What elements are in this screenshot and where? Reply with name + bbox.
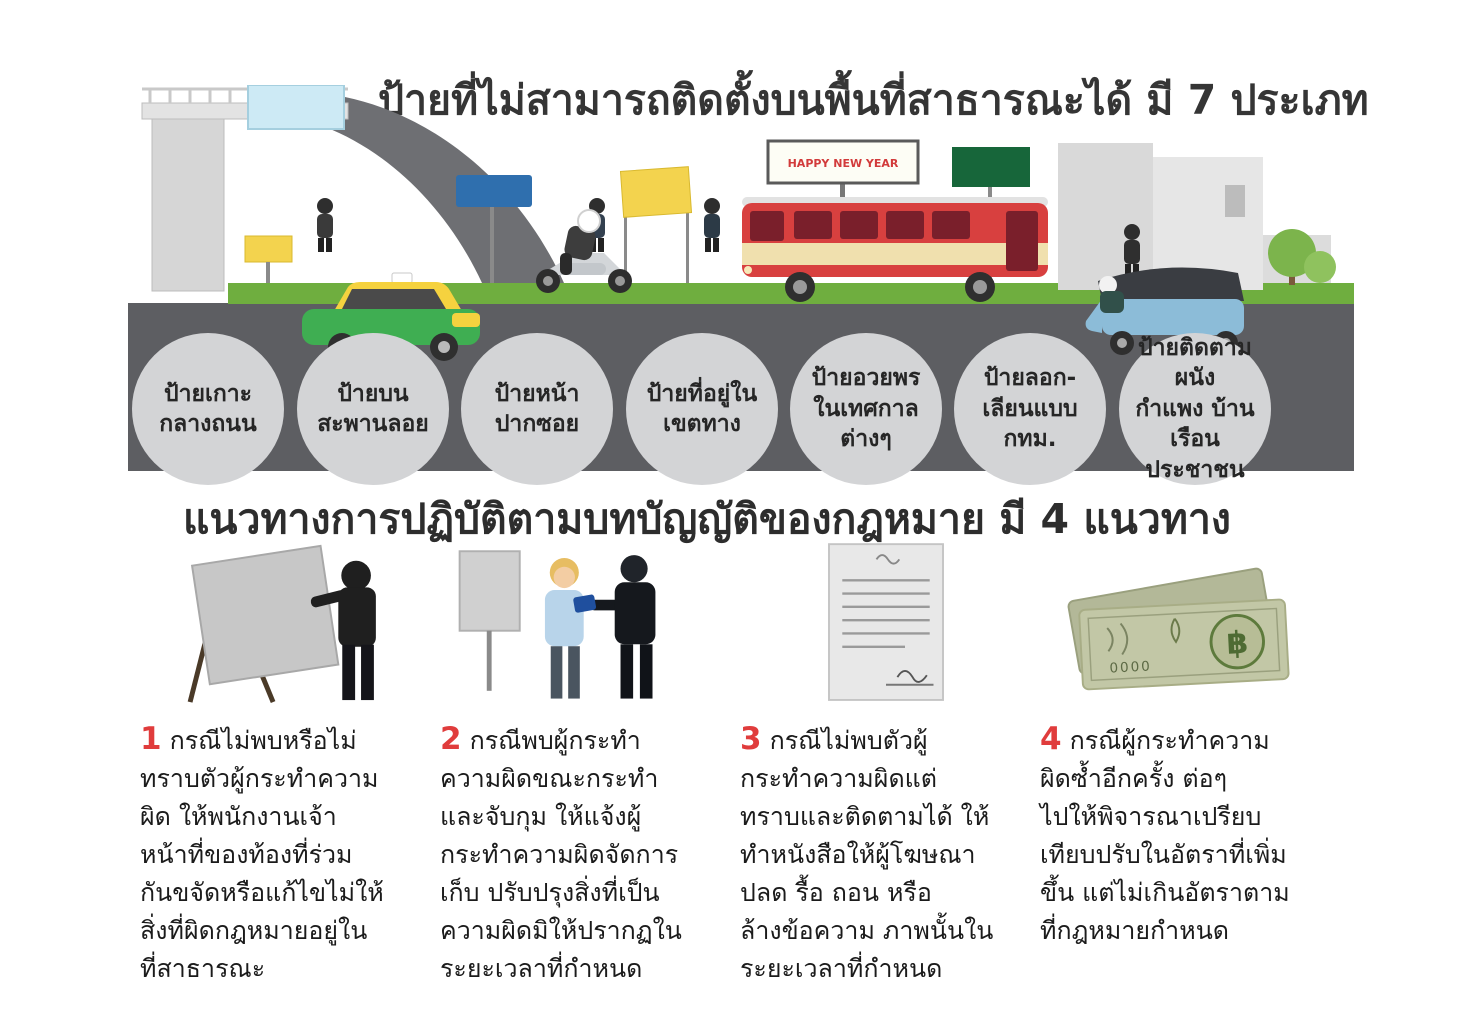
motorcycle: [536, 209, 632, 293]
pedestrian: [1124, 224, 1140, 278]
guideline-2-number: 2: [440, 721, 462, 757]
guideline-3-number: 3: [740, 721, 762, 757]
pedestrian-bridge: [141, 85, 564, 292]
small-yellow-sign: [244, 235, 293, 283]
guideline-4-number: 4: [1040, 721, 1062, 757]
taxi-sign: [391, 272, 413, 284]
bridge-ramp: [300, 97, 564, 283]
official-letter-icon: [828, 543, 944, 701]
driver-helmet: [1099, 276, 1117, 294]
guideline-3-illustration: [740, 538, 1040, 706]
guideline-2-illustration: [440, 538, 740, 706]
yellow-banner-sign: [619, 166, 693, 283]
street-scene-illustration: HAPPY NEW YEAR: [128, 85, 1354, 471]
banknote-serial: 0000: [1109, 658, 1152, 676]
baht-symbol: ฿: [1226, 625, 1249, 662]
guideline-1-number: 1: [140, 721, 162, 757]
bridge-sign: [247, 85, 345, 130]
bus: [742, 197, 1048, 302]
pedestrian: [704, 198, 720, 252]
billboard-text: HAPPY NEW YEAR: [788, 157, 899, 170]
billboard-removal-icon: [187, 544, 376, 703]
arrest-offender-icon: [458, 550, 656, 699]
top-title: ป้ายที่ไม่สามารถติดตั้งบนพื้นที่สาธารณะไ…: [378, 76, 1369, 124]
guideline-1-illustration: [140, 538, 440, 706]
bridge-pillar: [151, 118, 225, 292]
fine-banknote-icon: ฿ 0000: [1067, 567, 1290, 691]
blue-street-sign: [456, 175, 532, 283]
trees: [1268, 229, 1336, 285]
rider-helmet: [577, 209, 601, 233]
greeting-billboard: HAPPY NEW YEAR: [766, 139, 920, 205]
guideline-4-illustration: ฿ 0000: [1040, 538, 1340, 706]
guidelines-title: แนวทางการปฏิบัติตามบทบัญญัติของกฎหมาย มี…: [183, 495, 1231, 543]
pedestrian: [317, 198, 333, 252]
